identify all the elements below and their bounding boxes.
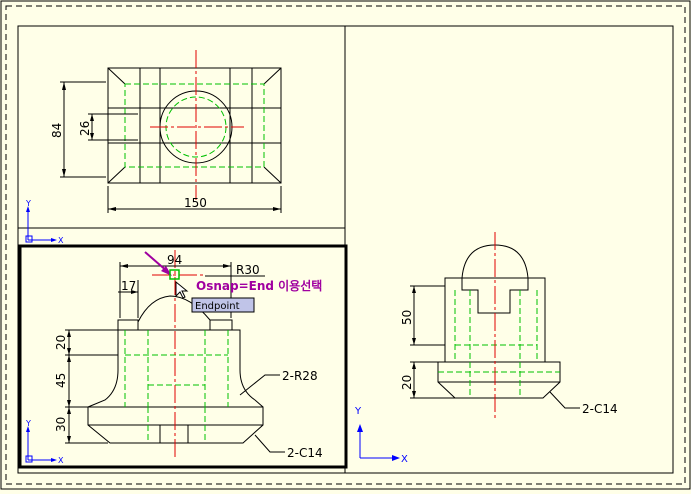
front-view: [65, 250, 285, 460]
ucs-icon-side: [357, 424, 400, 461]
front-dim-v1: 20: [54, 335, 68, 350]
side-view: [410, 232, 580, 420]
ucs-top-x-label: X: [58, 236, 64, 245]
ucs-front-y-label: Y: [25, 419, 31, 428]
front-dim-offset: 17: [121, 279, 136, 293]
front-dim-v2: 45: [54, 373, 68, 388]
active-viewport[interactable]: [18, 244, 348, 469]
front-note-fillet: 2-R28: [282, 369, 318, 383]
ucs-icon-top: [25, 206, 57, 243]
endpoint-snap-marker: [169, 269, 180, 280]
top-dim-width: 150: [184, 196, 207, 210]
endpoint-tooltip: [191, 297, 255, 313]
osnap-annotation: Osnap=End 이용선택: [196, 278, 322, 293]
front-dim-radius: R30: [236, 263, 260, 277]
ucs-top-y-label: Y: [25, 199, 31, 208]
endpoint-tooltip-text: Endpoint: [195, 301, 240, 312]
ucs-front-x-label: X: [58, 456, 64, 465]
front-dim-v3: 30: [54, 417, 68, 432]
top-dim-inner: 26: [78, 121, 92, 136]
mouse-cursor: [175, 280, 189, 299]
side-note-chamfer: 2-C14: [582, 402, 618, 416]
ucs-side-x-label: X: [401, 454, 408, 465]
side-dim-v1: 50: [400, 310, 414, 325]
front-note-chamfer: 2-C14: [287, 446, 323, 460]
top-view: [60, 50, 282, 213]
ucs-icon-front: [25, 426, 57, 463]
ucs-side-y-label: Y: [354, 406, 362, 417]
front-dim-top: 94: [167, 253, 182, 267]
top-dim-height: 84: [50, 123, 64, 138]
side-dim-v2: 20: [400, 375, 414, 390]
